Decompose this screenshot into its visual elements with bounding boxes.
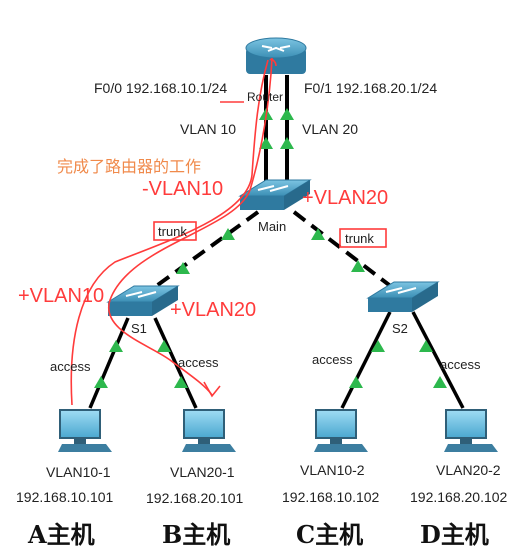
pc-icon <box>314 409 368 452</box>
trunk-left-label: trunk <box>158 224 187 239</box>
main-switch-icon <box>238 179 312 210</box>
host-caption: B主机 <box>162 520 230 549</box>
trunk-highlight-right <box>339 228 387 248</box>
vlan10-label: VLAN 10 <box>180 121 236 137</box>
pc-icon <box>58 409 112 452</box>
s1-switch-icon <box>106 285 180 316</box>
router-f01-label: F0/1 192.168.20.1/24 <box>304 80 437 96</box>
trunk-link-s1 <box>146 210 260 294</box>
access-label: access <box>440 357 481 372</box>
trunk-link-s2 <box>292 210 395 290</box>
handdrawn-annotation-strokes <box>70 57 277 406</box>
access-label: access <box>312 352 353 367</box>
trunk-highlight-left <box>153 221 197 241</box>
plus-vlan20-main-note: +VLAN20 <box>302 187 388 209</box>
trunk-right-label: trunk <box>345 231 374 246</box>
pc-icon <box>182 409 236 452</box>
plus-vlan20-s1-note: +VLAN20 <box>170 299 256 321</box>
host-name: VLAN20-1 <box>170 464 235 480</box>
host-caption: C主机 <box>296 520 363 549</box>
minus-vlan10-note: -VLAN10 <box>142 178 223 200</box>
router-f00-label: F0/0 192.168.10.1/24 <box>94 80 227 96</box>
access-label: access <box>50 359 91 374</box>
router-main-links <box>264 75 289 188</box>
host-ip: 192.168.10.101 <box>16 489 114 505</box>
host-name: VLAN10-2 <box>300 462 365 478</box>
host-caption: A主机 <box>27 520 95 549</box>
pc-icon <box>444 409 498 452</box>
host-name: VLAN20-2 <box>436 462 501 478</box>
router-name-label: Router <box>247 90 283 104</box>
host-ip: 192.168.20.102 <box>410 489 508 505</box>
host-ip: 192.168.20.101 <box>146 490 244 506</box>
note-router-work: 完成了路由器的工作 <box>57 157 201 176</box>
link-status-markers <box>94 108 447 388</box>
s2-switch-icon <box>366 281 440 312</box>
vlan20-label: VLAN 20 <box>302 121 358 137</box>
plus-vlan10-s1-note: +VLAN10 <box>18 285 104 307</box>
s1-switch-label: S1 <box>131 321 147 336</box>
host-caption: D主机 <box>420 520 489 549</box>
main-switch-label: Main <box>258 219 286 234</box>
router-icon <box>245 37 307 74</box>
access-links <box>88 311 465 409</box>
access-label: access <box>178 355 219 370</box>
host-name: VLAN10-1 <box>46 464 111 480</box>
host-ip: 192.168.10.102 <box>282 489 380 505</box>
s2-switch-label: S2 <box>392 321 408 336</box>
